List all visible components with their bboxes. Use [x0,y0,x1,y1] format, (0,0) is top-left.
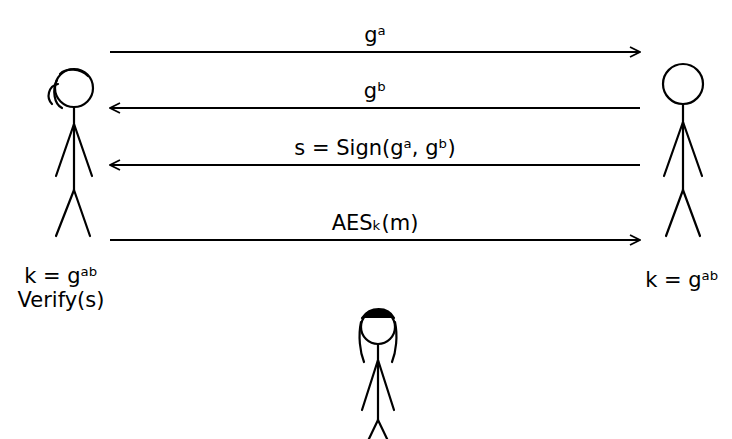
key-note: Verify(s) [18,288,105,312]
key-note: k = gᵃᵇ [645,268,719,292]
message-label: gᵇ [361,79,389,103]
message-label: s = Sign(gᵃ, gᵇ) [291,136,458,160]
key-note: k = gᵃᵇ [24,264,98,288]
message-arrow [110,51,640,53]
eve-figure [360,309,397,439]
message-arrow [110,107,640,109]
message-arrow [110,239,640,241]
participant: k = gᵃᵇ [640,40,724,292]
message-label: AESₖ(m) [329,211,422,235]
bob-figure [663,64,703,236]
alice-figure [49,69,93,236]
message-arrow [110,164,640,166]
participant: k = gᵃᵇVerify(s) [12,40,110,312]
message-label: gᵃ [361,23,389,47]
